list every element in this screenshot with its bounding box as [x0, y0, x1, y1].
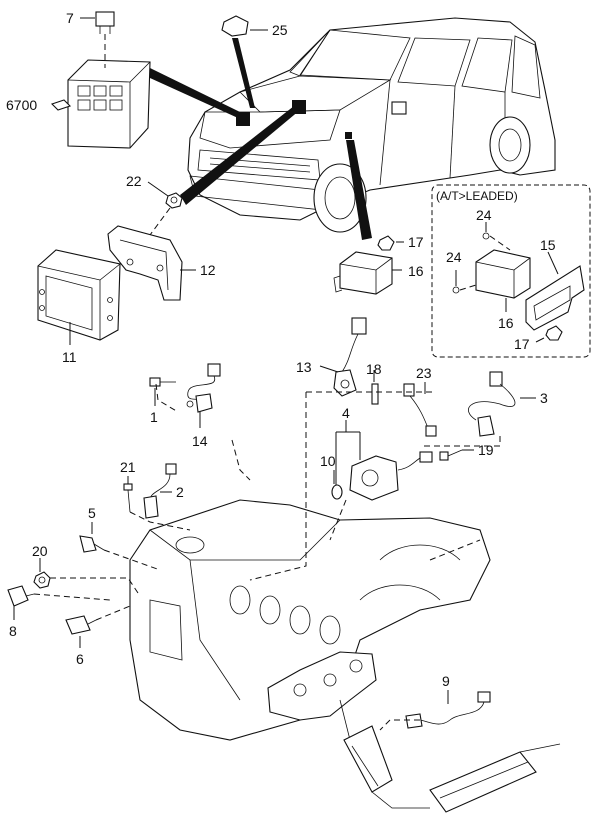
relay-7	[95, 11, 115, 34]
callout-9: 9	[442, 673, 450, 689]
engine-block	[129, 499, 491, 741]
sensor-3	[468, 371, 516, 437]
relay-box	[67, 59, 151, 149]
callout-10: 10	[320, 453, 336, 469]
control-unit-16	[333, 251, 393, 295]
bolt-21	[123, 483, 133, 513]
callout-18: 18	[366, 361, 382, 377]
sensor-9	[405, 691, 491, 729]
inset-callout-16: 16	[498, 315, 514, 331]
callout-20: 20	[32, 543, 48, 559]
bolt-19	[439, 449, 463, 461]
pointer-wedge-ecu	[180, 106, 300, 205]
sensor-2	[143, 463, 177, 519]
inset-callout-17: 17	[514, 336, 530, 352]
callout-25: 25	[272, 22, 288, 38]
callout-17: 17	[408, 234, 424, 250]
bolt-18	[371, 383, 379, 405]
callout-22: 22	[126, 173, 142, 189]
callout-7: 7	[66, 10, 74, 26]
inset-title: (A/T>LEADED)	[436, 189, 518, 203]
fuse-6700	[50, 99, 72, 111]
callout-1: 1	[150, 409, 158, 425]
sensor-6	[65, 615, 97, 635]
ecu-11	[37, 249, 121, 341]
pointer-wedge-unit16	[346, 140, 372, 240]
vehicle-illustration	[187, 17, 556, 233]
sensor-13	[333, 317, 367, 397]
callout-23: 23	[416, 365, 432, 381]
callout-13: 13	[296, 359, 312, 375]
sensor-14	[186, 363, 221, 413]
pointer-wedge-top	[232, 38, 255, 108]
callout-5: 5	[88, 505, 96, 521]
callout-6: 6	[76, 651, 84, 667]
inset-callout-24-top: 24	[476, 207, 492, 223]
front-converter	[343, 725, 430, 809]
callout-12: 12	[200, 262, 216, 278]
nut-22	[165, 192, 183, 209]
nut-17	[377, 235, 395, 251]
callout-21: 21	[120, 459, 136, 475]
callout-14: 14	[192, 433, 208, 449]
o-ring-10	[331, 484, 343, 500]
rear-converter	[429, 743, 561, 813]
bracket-12	[107, 225, 183, 301]
idle-valve-4	[349, 451, 433, 501]
inset-callout-24-left: 24	[446, 249, 462, 265]
callout-11: 11	[62, 349, 77, 365]
sensor-25	[221, 15, 249, 37]
inset-at-leaded: (A/T>LEADED) 24 24 16 15 17	[431, 184, 591, 358]
callout-16: 16	[408, 263, 424, 279]
callout-6700: 6700	[6, 97, 37, 113]
callout-8: 8	[9, 623, 17, 639]
callout-4: 4	[342, 405, 350, 421]
inset-callout-15: 15	[540, 237, 556, 253]
callout-3: 3	[540, 390, 548, 406]
callout-19: 19	[478, 442, 494, 458]
callout-2: 2	[176, 484, 184, 500]
sensor-8	[7, 585, 35, 607]
leader-lines	[33, 383, 501, 731]
sensor-5	[79, 535, 105, 553]
nut-20	[33, 571, 51, 589]
pointer-wedge-relay-box	[150, 68, 240, 118]
bolt-1	[149, 377, 176, 387]
connector-23	[403, 383, 437, 437]
